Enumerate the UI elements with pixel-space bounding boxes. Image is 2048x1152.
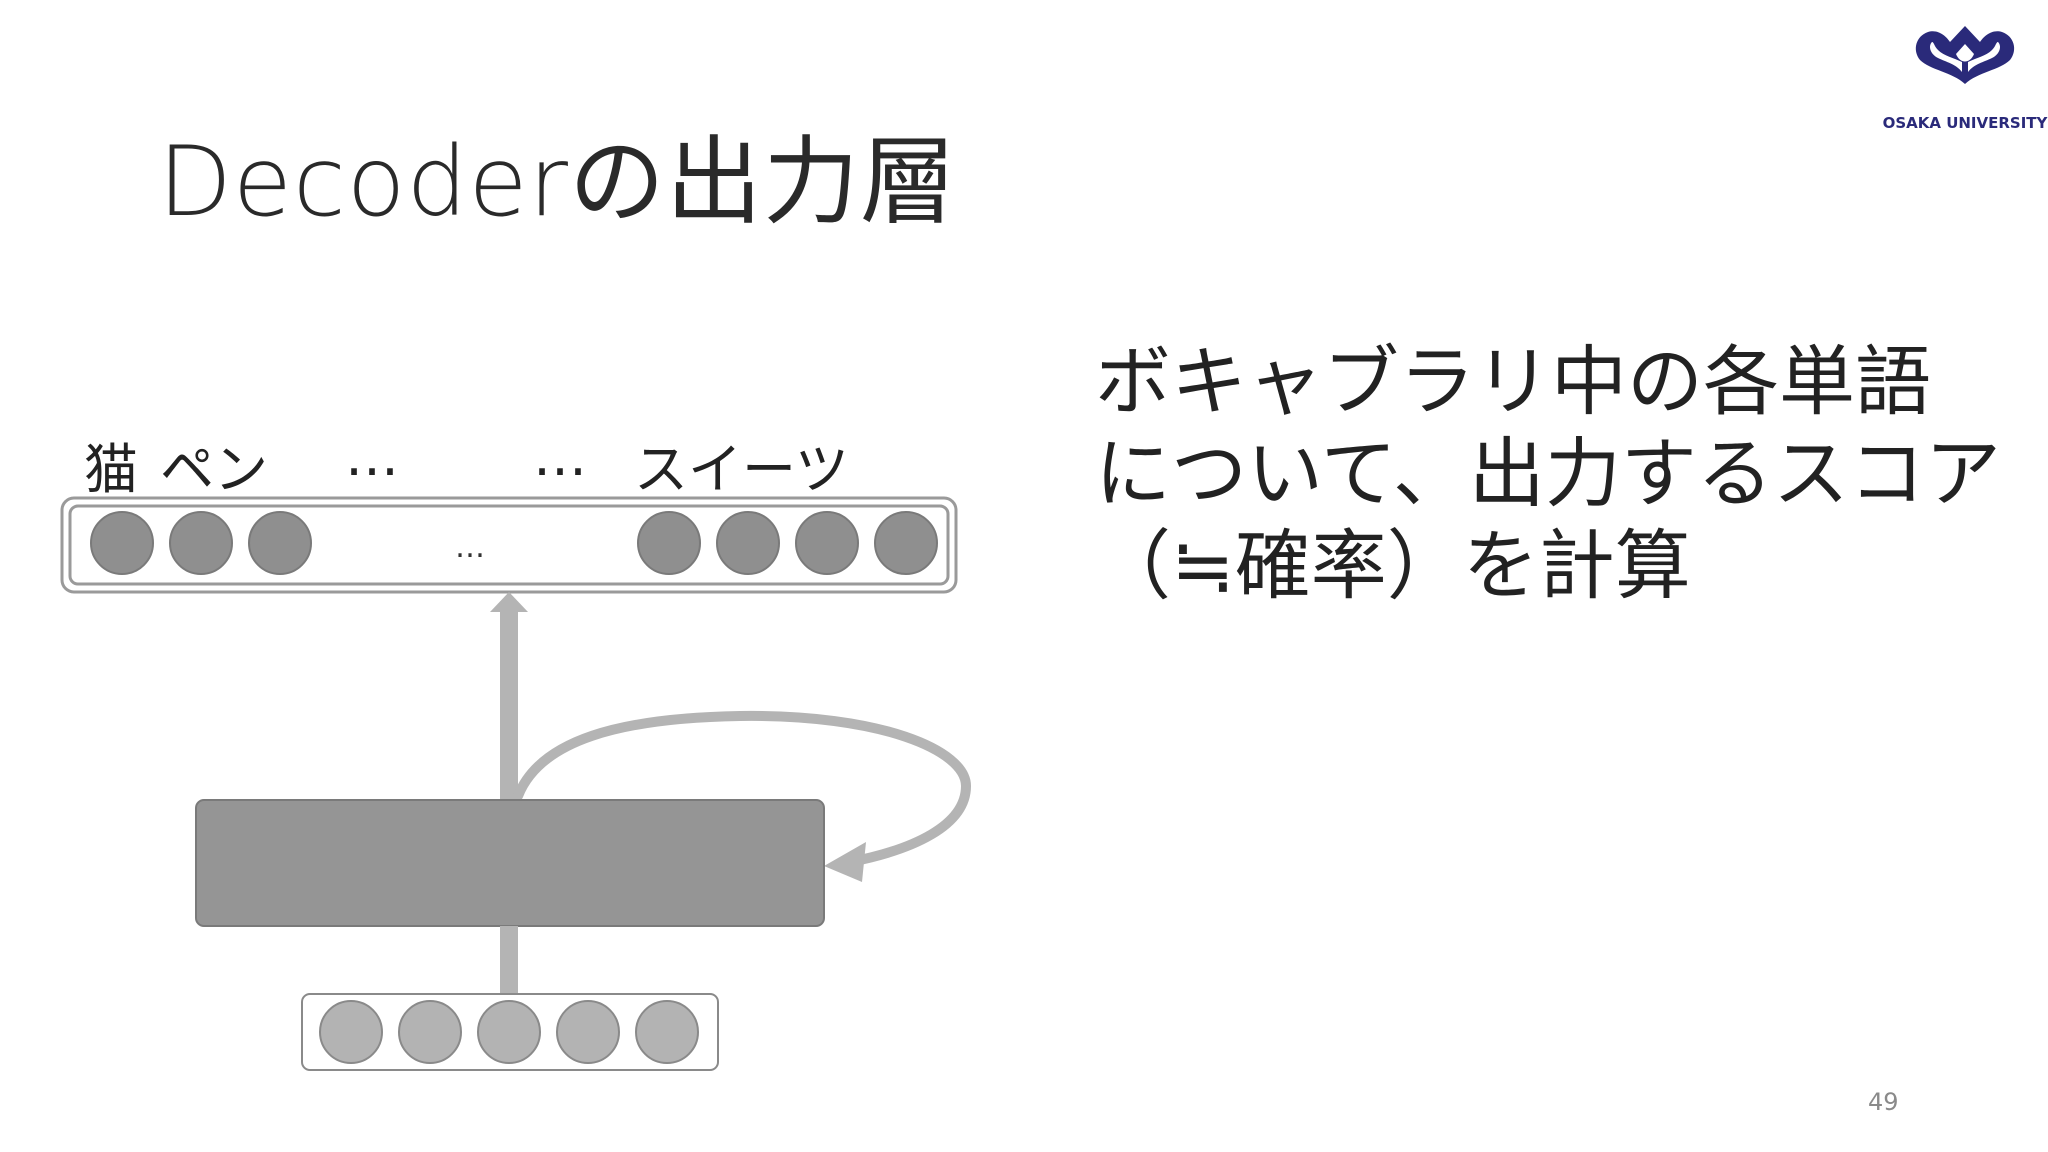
recurrent-loop-arrow bbox=[513, 710, 972, 867]
output-node bbox=[637, 511, 701, 575]
recurrent-loop-arrowhead bbox=[824, 842, 866, 882]
rnn-block bbox=[195, 799, 825, 927]
output-label-ellipsis-left: … bbox=[345, 425, 399, 488]
output-layer-ellipsis: … bbox=[455, 530, 485, 565]
output-node bbox=[716, 511, 780, 575]
input-node bbox=[556, 1000, 620, 1064]
logo-text: OSAKA UNIVERSITY bbox=[1882, 114, 2048, 132]
input-nodes bbox=[319, 1000, 699, 1064]
output-node bbox=[874, 511, 938, 575]
output-label-sweets: スイーツ bbox=[634, 438, 849, 501]
up-arrow-shaft bbox=[500, 612, 518, 802]
description-line-3: （≒確率）を計算 bbox=[1095, 521, 1691, 610]
up-arrow-head bbox=[490, 592, 528, 612]
description-line-2: について、出力するスコア bbox=[1095, 429, 2001, 518]
output-nodes bbox=[90, 511, 938, 575]
slide-title: Decoderの出力層 bbox=[158, 126, 957, 238]
input-node bbox=[319, 1000, 383, 1064]
output-node bbox=[90, 511, 154, 575]
output-label-pen: ペン bbox=[160, 438, 268, 501]
input-arrow-shaft bbox=[500, 926, 518, 996]
input-node bbox=[635, 1000, 699, 1064]
description-line-1: ボキャブラリ中の各単語 bbox=[1095, 337, 1931, 426]
output-label-cat: 猫 bbox=[84, 438, 138, 501]
osaka-university-logo-icon bbox=[1915, 26, 2015, 112]
input-node bbox=[398, 1000, 462, 1064]
input-node bbox=[477, 1000, 541, 1064]
page-number: 49 bbox=[1868, 1088, 1899, 1116]
description: ボキャブラリ中の各単語 について、出力するスコア （≒確率）を計算 bbox=[1095, 336, 2025, 612]
output-node bbox=[795, 511, 859, 575]
output-label-ellipsis-right: … bbox=[533, 425, 587, 488]
output-node bbox=[248, 511, 312, 575]
output-node bbox=[169, 511, 233, 575]
